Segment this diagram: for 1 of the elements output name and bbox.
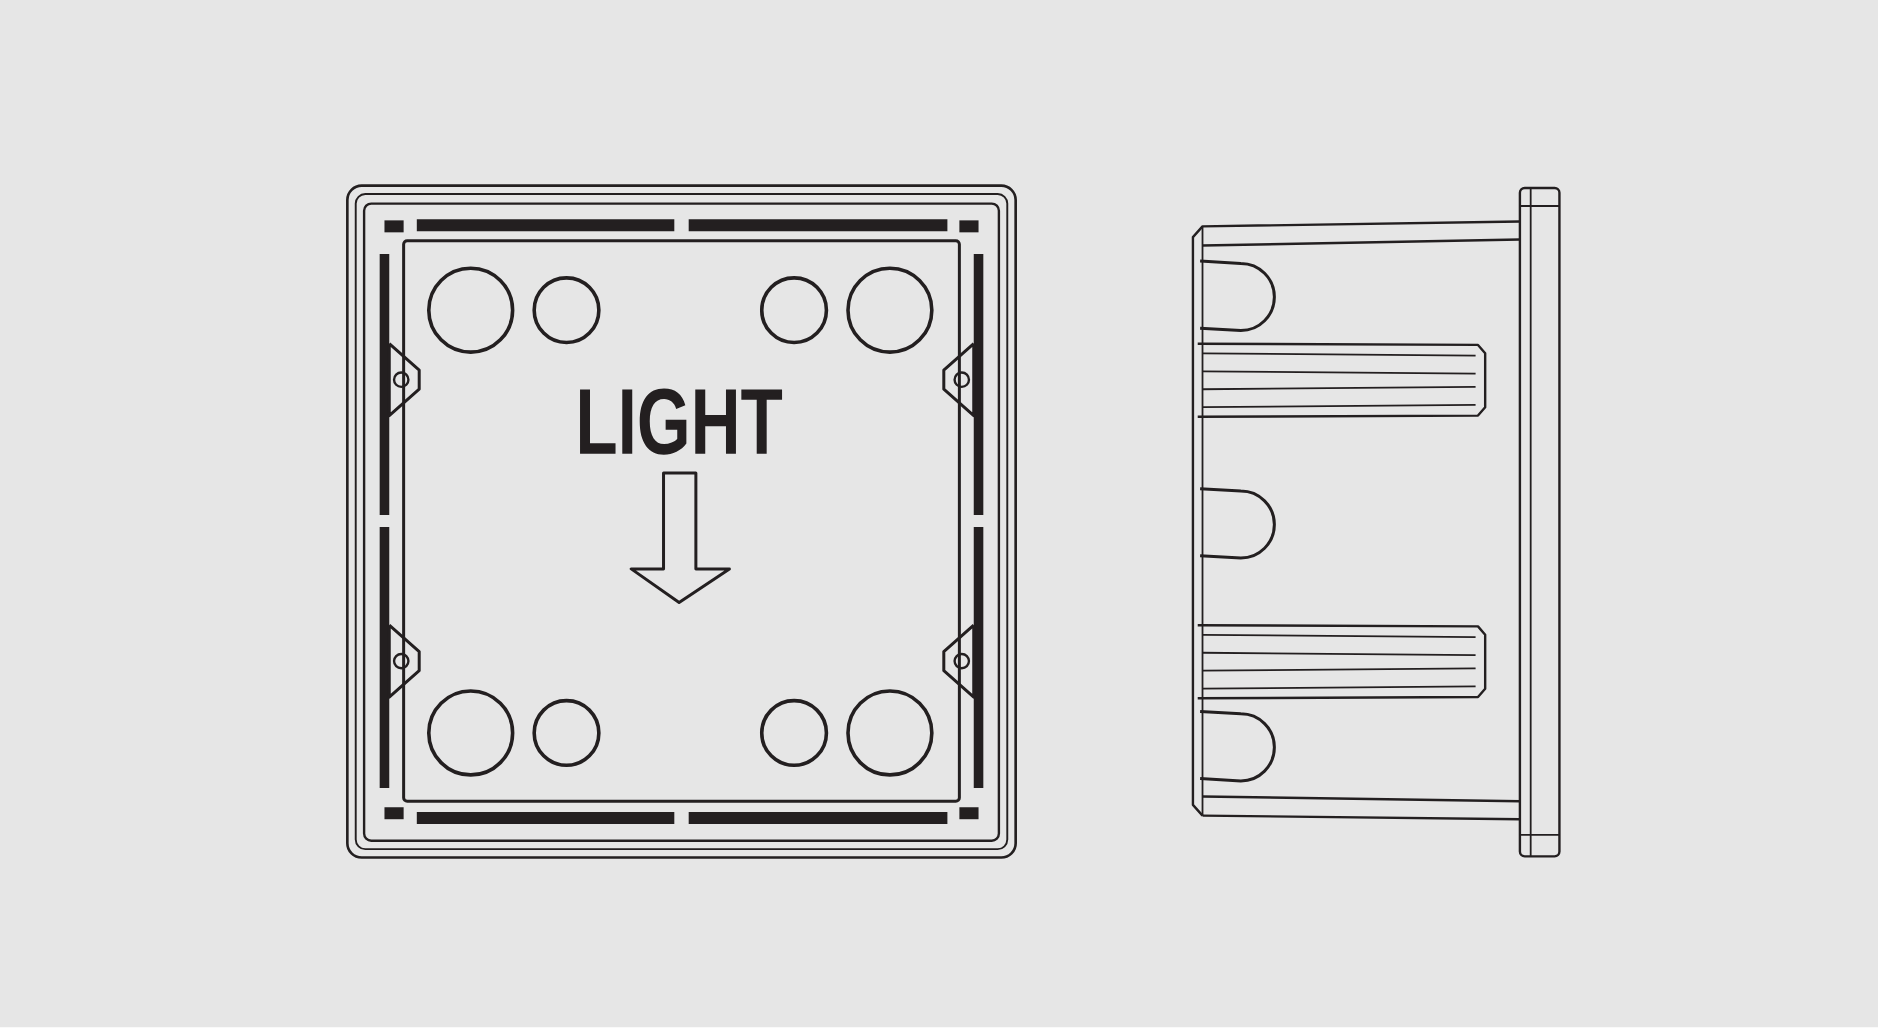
panel-label: LIGHT (580, 388, 783, 455)
